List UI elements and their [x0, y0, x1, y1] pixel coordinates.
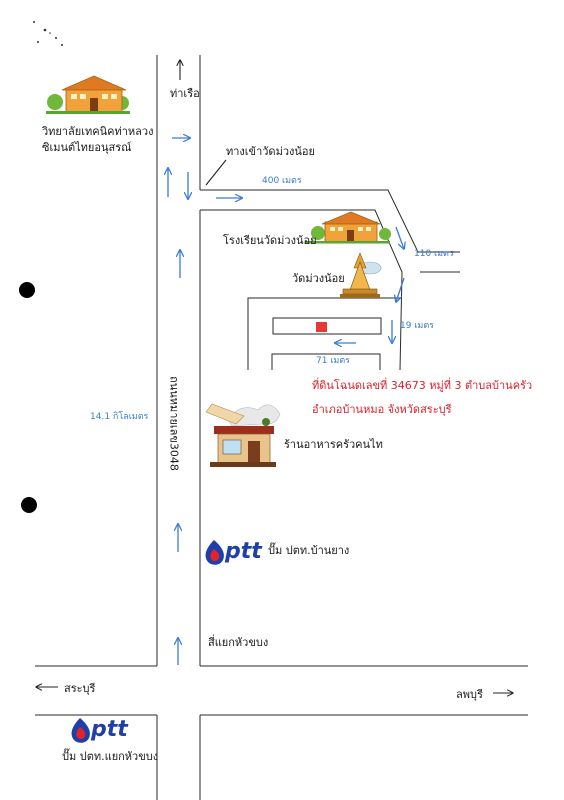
north-label: ท่าเรือ	[170, 87, 200, 100]
entrance-pointer	[205, 159, 227, 186]
distance-14km-label: 14.1 กิโลเมตร	[90, 412, 149, 422]
binder-hole	[21, 497, 37, 513]
distance-400m-label: 400 เมตร	[262, 176, 302, 186]
binder-hole	[19, 282, 35, 298]
distance-71m-label: 71 เมตร	[316, 356, 351, 366]
black-arrows	[36, 60, 513, 693]
distance-19m-label: 19 เมตร	[400, 321, 435, 331]
temple-label: วัดม่วงน้อย	[292, 272, 345, 285]
highway-label: ถนนหมายเลข3048	[167, 376, 181, 471]
land-deed-line1: ที่ดินโฉนดเลขที่ 34673 หมู่ที่ 3 ตำบลบ้า…	[312, 379, 533, 392]
college-icon	[46, 75, 130, 114]
school-label: โรงเรียนวัดม่วงน้อย	[223, 234, 317, 247]
direction-arrows	[168, 138, 404, 665]
temple-icon	[340, 252, 382, 298]
land-plot-road	[272, 317, 382, 335]
lower-lane	[271, 353, 381, 370]
saraburi-label: สระบุรี	[64, 682, 96, 695]
land-deed-line2: อำเภอบ้านหมอ จังหวัดสระบุรี	[312, 403, 452, 416]
ptt-logo-text: ptt	[225, 539, 262, 564]
roads	[35, 55, 528, 800]
distance-110m-label: 110 เมตร	[414, 249, 454, 259]
pump-huakhabong-label: ปั๊ม ปตท.แยกหัวขบง	[62, 750, 159, 763]
land-plot-marker	[316, 322, 327, 332]
ptt-logo-text: ptt	[91, 717, 128, 742]
school-icon	[305, 211, 391, 244]
lopburi-label: ลพบุรี	[456, 688, 483, 701]
entrance-label: ทางเข้าวัดม่วงน้อย	[226, 145, 315, 158]
college-label: วิทยาลัยเทคนิคท่าหลวงซิเมนต์ไทยอนุสรณ์	[42, 125, 154, 154]
ptt-flame-icon	[71, 718, 90, 743]
restaurant-label: ร้านอาหารครัวคนไท	[284, 438, 383, 451]
entrance-road-top	[200, 189, 460, 253]
ptt-flame-icon	[205, 540, 224, 565]
scan-speckles	[33, 21, 63, 46]
junction-label: สี่แยกหัวขบง	[208, 636, 269, 649]
restaurant-icon	[205, 403, 281, 467]
pump-banyang-label: ปั๊ม ปตท.บ้านยาง	[268, 544, 350, 557]
